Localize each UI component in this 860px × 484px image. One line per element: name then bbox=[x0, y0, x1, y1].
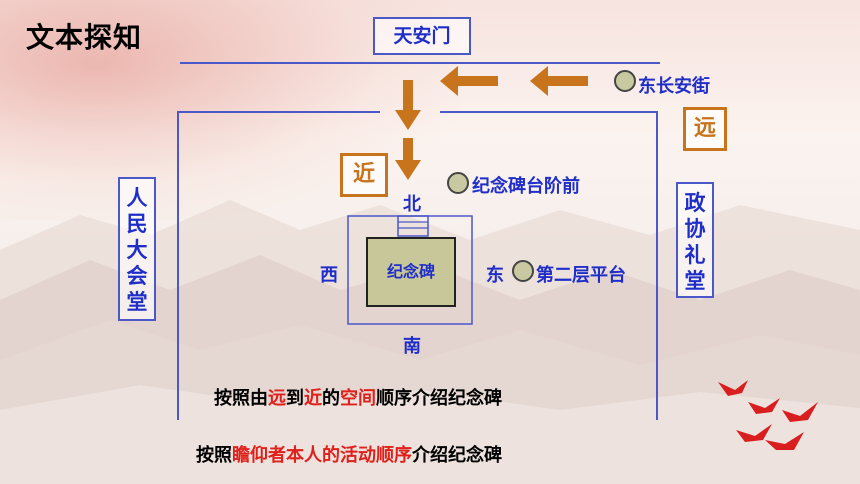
sentence1-part3: 到 bbox=[286, 388, 304, 409]
sentence1-space: 空间 bbox=[340, 388, 376, 409]
sentence1-far: 远 bbox=[268, 388, 286, 409]
sentence1-part7: 顺序介绍纪念碑 bbox=[376, 388, 502, 409]
location-dot-east-street bbox=[614, 70, 636, 92]
location-dot-platform-front bbox=[447, 172, 469, 194]
sentence-activity-order: 按照瞻仰者本人的活动顺序介绍纪念碑 bbox=[196, 441, 502, 467]
sentence2-part3: 介绍纪念碑 bbox=[412, 445, 502, 466]
north-label: 北 bbox=[403, 194, 421, 215]
arrow-down-1 bbox=[395, 80, 421, 130]
second-platform-label: 第二层平台 bbox=[536, 265, 626, 286]
arrow-left-near bbox=[440, 66, 498, 96]
monument-box: 纪念碑 bbox=[366, 237, 456, 307]
sentence1-part5: 的 bbox=[322, 388, 340, 409]
east-label: 东 bbox=[486, 265, 504, 286]
zhengxie-hall-box: 政协礼堂 bbox=[676, 182, 714, 298]
location-dot-second-platform bbox=[512, 260, 534, 282]
sentence1-part1: 按照由 bbox=[214, 388, 268, 409]
red-birds bbox=[718, 380, 818, 450]
south-label: 南 bbox=[403, 336, 421, 357]
sentence1-near: 近 bbox=[304, 388, 322, 409]
sentence2-part1: 按照 bbox=[196, 445, 232, 466]
tiananmen-box: 天安门 bbox=[373, 17, 471, 55]
arrow-down-2 bbox=[395, 138, 421, 180]
sentence2-highlight: 瞻仰者本人的活动顺序 bbox=[232, 445, 412, 466]
near-tag: 近 bbox=[340, 153, 388, 197]
far-tag: 远 bbox=[683, 107, 727, 151]
renmin-hall-box: 人民大会堂 bbox=[118, 177, 156, 321]
page-title: 文本探知 bbox=[26, 21, 143, 54]
arrow-left-far bbox=[530, 66, 588, 96]
west-label: 西 bbox=[320, 265, 338, 286]
sentence-spatial-order: 按照由远到近的空间顺序介绍纪念碑 bbox=[214, 384, 502, 410]
platform-front-label: 纪念碑台阶前 bbox=[472, 176, 580, 197]
east-street-label: 东长安街 bbox=[638, 76, 710, 97]
